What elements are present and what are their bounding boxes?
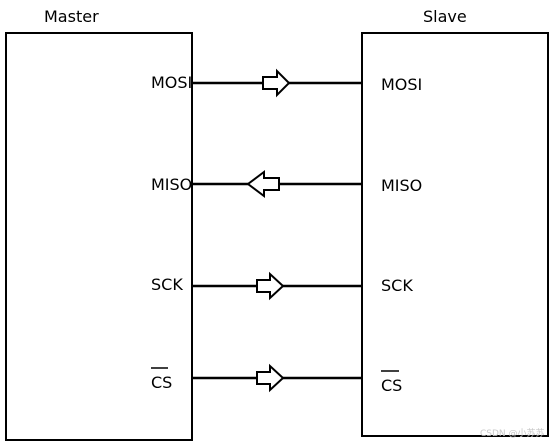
- signal-row-miso: MISO MISO: [151, 170, 422, 198]
- signal-row-sck: SCK SCK: [151, 271, 413, 301]
- slave-box: [361, 32, 549, 437]
- arrow-right-icon: [256, 363, 285, 393]
- slave-pin-label: MOSI: [381, 75, 422, 94]
- master-box: [5, 32, 193, 441]
- master-pin-label: CS: [151, 373, 172, 392]
- master-pin-label: MISO: [151, 175, 192, 194]
- signal-row-mosi: MOSI MOSI: [151, 68, 422, 98]
- master-title: Master: [44, 7, 99, 26]
- arrow-right-icon: [262, 68, 291, 98]
- watermark-text: CSDN @小苏苏: [480, 427, 545, 439]
- slave-title: Slave: [423, 7, 467, 26]
- arrow-left-icon: [246, 170, 280, 198]
- master-pin-label: SCK: [151, 275, 183, 294]
- master-pin-label: MOSI: [151, 73, 192, 92]
- slave-pin-label: SCK: [381, 276, 413, 295]
- slave-pin-label: MISO: [381, 176, 422, 195]
- slave-pin-label: CS: [381, 376, 402, 395]
- arrow-right-icon: [256, 271, 285, 301]
- signal-row-cs: CS CS: [151, 363, 402, 395]
